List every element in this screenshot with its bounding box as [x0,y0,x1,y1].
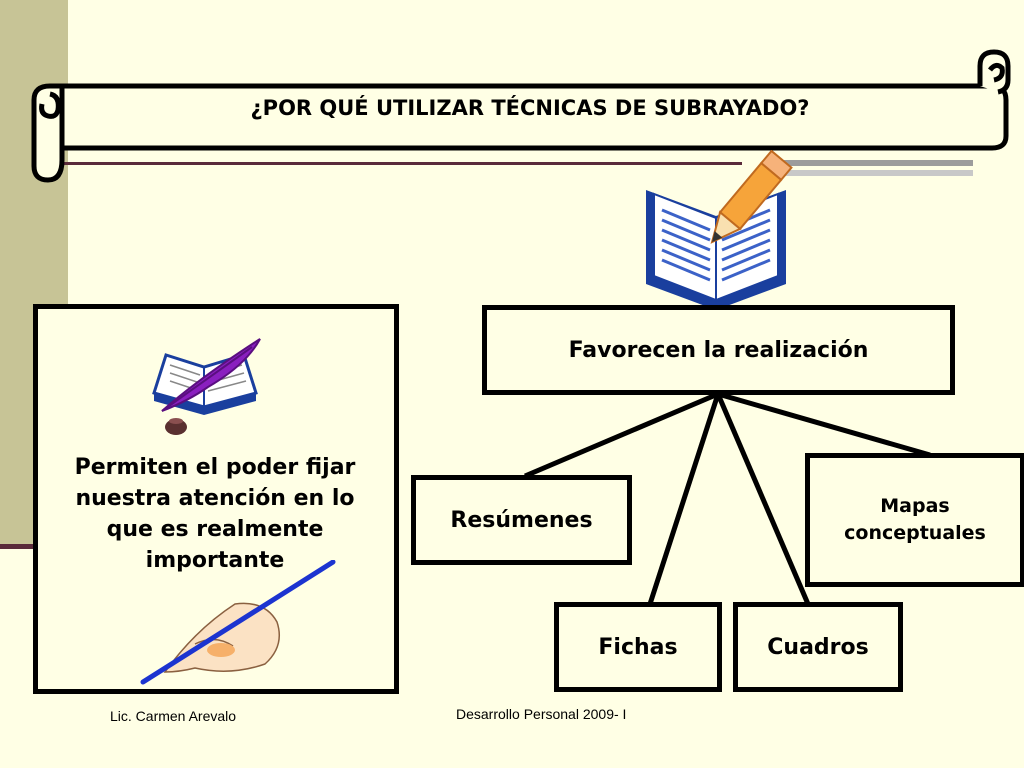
gray-bar-dark [770,160,973,166]
node-mapas: Mapas conceptuales [805,453,1024,587]
book-quill-icon [152,338,261,435]
hand-writing-icon [140,560,336,685]
connector-resumenes [524,391,719,479]
root-label: Favorecen la realización [568,337,869,363]
node-resumenes-label: Resúmenes [450,507,593,533]
connector-mapas [717,391,931,458]
connector-fichas [647,393,721,605]
connector-cuadros [715,393,811,605]
open-book-pencil-icon [646,150,793,317]
footer-author: Lic. Carmen Arevalo [110,708,237,724]
node-cuadros-label: Cuadros [767,634,869,660]
node-mapas-label: Mapas conceptuales [844,495,986,544]
node-cuadros: Cuadros [733,602,903,692]
left-box-text: Permiten el poder fijar nuestra atención… [74,455,356,573]
gray-bar-light [770,170,973,176]
scroll-banner [31,49,1011,183]
node-fichas: Fichas [554,602,722,692]
node-fichas-label: Fichas [598,634,678,660]
node-resumenes: Resúmenes [411,475,632,565]
footer-course: Desarrollo Personal 2009- I [456,706,627,722]
root-box: Favorecen la realización [482,305,955,395]
top-accent-rule [42,162,742,165]
slide-title: ¿POR QUÉ UTILIZAR TÉCNICAS DE SUBRAYADO? [250,96,810,120]
